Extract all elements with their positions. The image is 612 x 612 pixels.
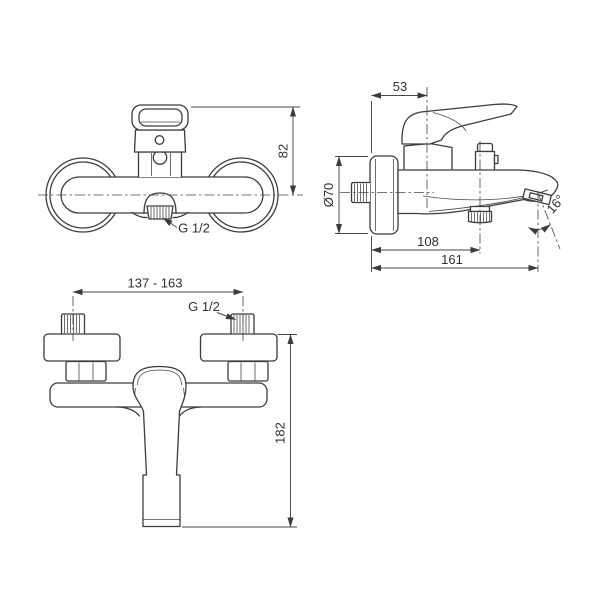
body-bottom-fillets [131, 211, 189, 219]
extension-lines [182, 334, 297, 528]
top-view: 137 - 163 G 1/2 182 [43, 276, 297, 528]
dim-reach-161: 161 [371, 252, 539, 272]
dim-label-182: 182 [273, 422, 288, 444]
leader-arrow [162, 217, 178, 228]
inlet-thread-label: G 1/2 [188, 299, 220, 314]
lever-handle-top [132, 365, 187, 528]
right-union-nut-facets [240, 362, 256, 381]
outlet-thread-label: G 1/2 [178, 221, 210, 236]
lever-handle-end-inner [138, 108, 183, 127]
dim-label-161: 161 [441, 252, 463, 267]
right-inlet-nipple [230, 313, 255, 335]
lever-neck-side [403, 142, 453, 173]
shower-outlet-bump [493, 154, 499, 165]
dim-depth-108: 108 [371, 234, 481, 272]
dim-label-108: 108 [417, 234, 439, 249]
diverter-dome [143, 192, 177, 215]
left-union-nut-facets [78, 362, 94, 381]
front-view: G 1/2 82 [38, 104, 303, 236]
left-nipple-threads [64, 315, 80, 333]
inlet-thread-callout: G 1/2 [188, 299, 236, 320]
left-wall-plate [43, 333, 121, 362]
right-union-nut [227, 360, 269, 382]
aerator-axis-line [537, 192, 561, 250]
handle-neck [133, 129, 187, 153]
dim-total-height-182: 182 [182, 334, 297, 528]
flange-face-lines [375, 159, 394, 231]
indicator-dot [154, 135, 165, 145]
lever-handle-end [131, 104, 189, 131]
dim-depth-53: 53 [371, 79, 428, 153]
body-handle-fillets [116, 406, 202, 417]
lever-scoop-line [432, 112, 467, 132]
handle-dome-inner-arch [137, 369, 182, 386]
dim-height-82: 82 [191, 106, 300, 196]
dim-label-137-163: 137 - 163 [128, 276, 183, 291]
leader-arrow [216, 312, 236, 320]
diverter-knob-threads [471, 212, 490, 223]
cartridge-housing-inner-lines [151, 153, 171, 176]
side-view: 16° 53 Ø70 108 161 [321, 79, 568, 272]
outlet-thread-hatching [150, 207, 170, 219]
aerator-inner [528, 192, 544, 202]
angle-arc [528, 224, 551, 235]
dim-flange-diameter: Ø70 [321, 156, 368, 234]
shower-hose-outlet [474, 150, 496, 173]
outlet-thread-callout: G 1/2 [162, 217, 210, 236]
left-union-nut [65, 360, 107, 382]
dim-label-53: 53 [393, 79, 407, 94]
right-wall-plate [199, 333, 278, 362]
dim-label-82: 82 [276, 144, 291, 158]
dim-label-d70: Ø70 [321, 183, 336, 208]
handle-dome-seams [134, 387, 185, 397]
dim-inlet-spacing: 137 - 163 [72, 276, 244, 296]
